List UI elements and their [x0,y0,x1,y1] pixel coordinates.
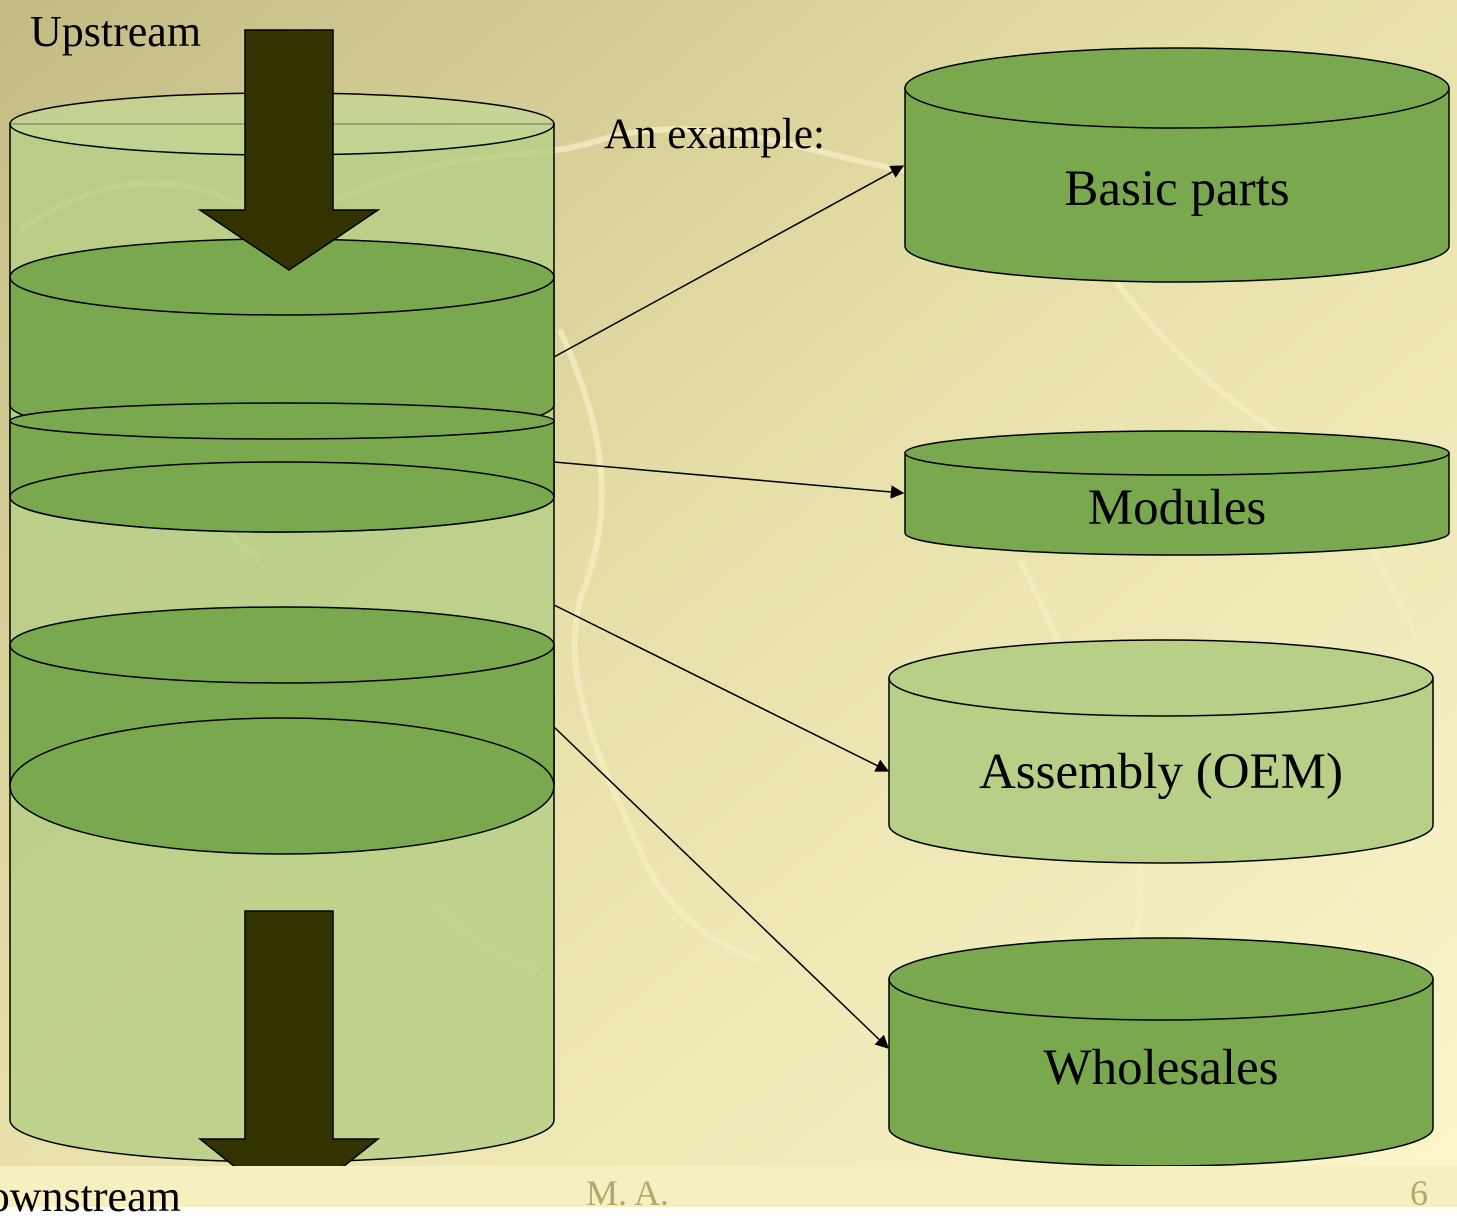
connector-basic-parts [553,165,905,358]
page-number: 6 [1410,1173,1428,1213]
stage-cylinder-modules [904,430,1450,556]
connector-assembly [553,604,890,772]
stage-label-assembly: Assembly (OEM) [978,744,1344,800]
cylinder-band-basic-parts [9,238,555,439]
stage-label-basic-parts: Basic parts [1064,161,1290,217]
stage-label-wholesales: Wholesales [1043,1040,1279,1096]
downstream-label: Downstream [0,1172,181,1221]
connector-modules [553,461,905,499]
stage-label-modules: Modules [1087,480,1267,536]
upstream-arrow [197,29,381,271]
example-label: An example: [604,111,825,158]
stage-cylinder-basic-parts [904,47,1450,283]
cylinder-band-wholesales [9,717,555,855]
cylinder-band-modules [9,402,555,533]
stage-cylinder-wholesales [888,937,1434,1167]
stage-cylinder-assembly [888,639,1434,864]
upstream-label: Upstream [30,7,202,56]
connector-wholesales [553,726,889,1049]
footer-author: M. A. [586,1173,670,1213]
footer-bar [0,1166,1457,1207]
